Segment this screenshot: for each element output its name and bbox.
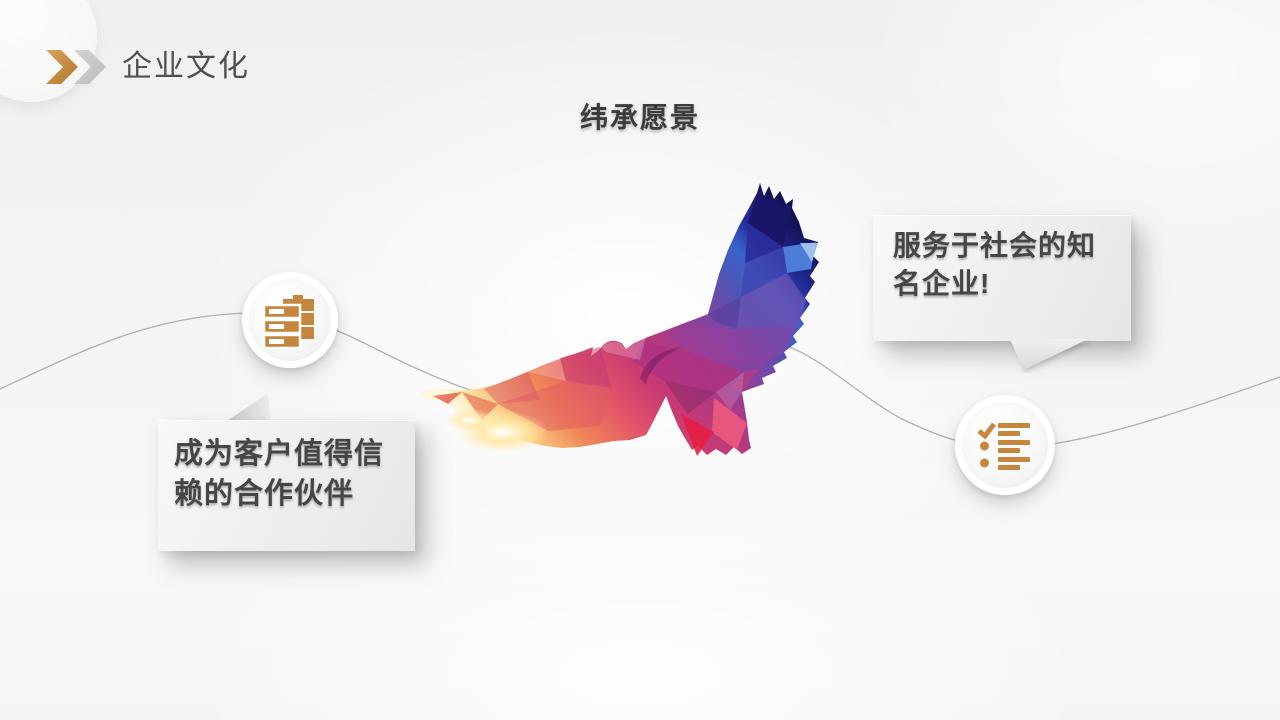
slide-title: 纬承愿景 [579,102,700,133]
double-chevron-right-icon [46,50,106,84]
left-callout-text: 成为客户值得信赖的合作伙伴 [174,438,385,510]
left-callout-bubble: 成为客户值得信赖的合作伙伴 [158,420,415,551]
right-callout-text: 服务于社会的知名企业! [893,230,1097,299]
eagle-graphic [418,183,819,456]
node-circle-right [955,395,1055,495]
header: 企业文化 [46,47,250,87]
archive-boxes-icon [262,295,314,348]
header-title: 企业文化 [122,50,250,83]
right-callout-bubble: 服务于社会的知名企业! [873,215,1131,341]
node-circle-left [242,272,338,368]
checklist-icon [978,422,1030,470]
left-callout-tail [227,393,271,421]
right-callout-tail [1010,339,1088,370]
